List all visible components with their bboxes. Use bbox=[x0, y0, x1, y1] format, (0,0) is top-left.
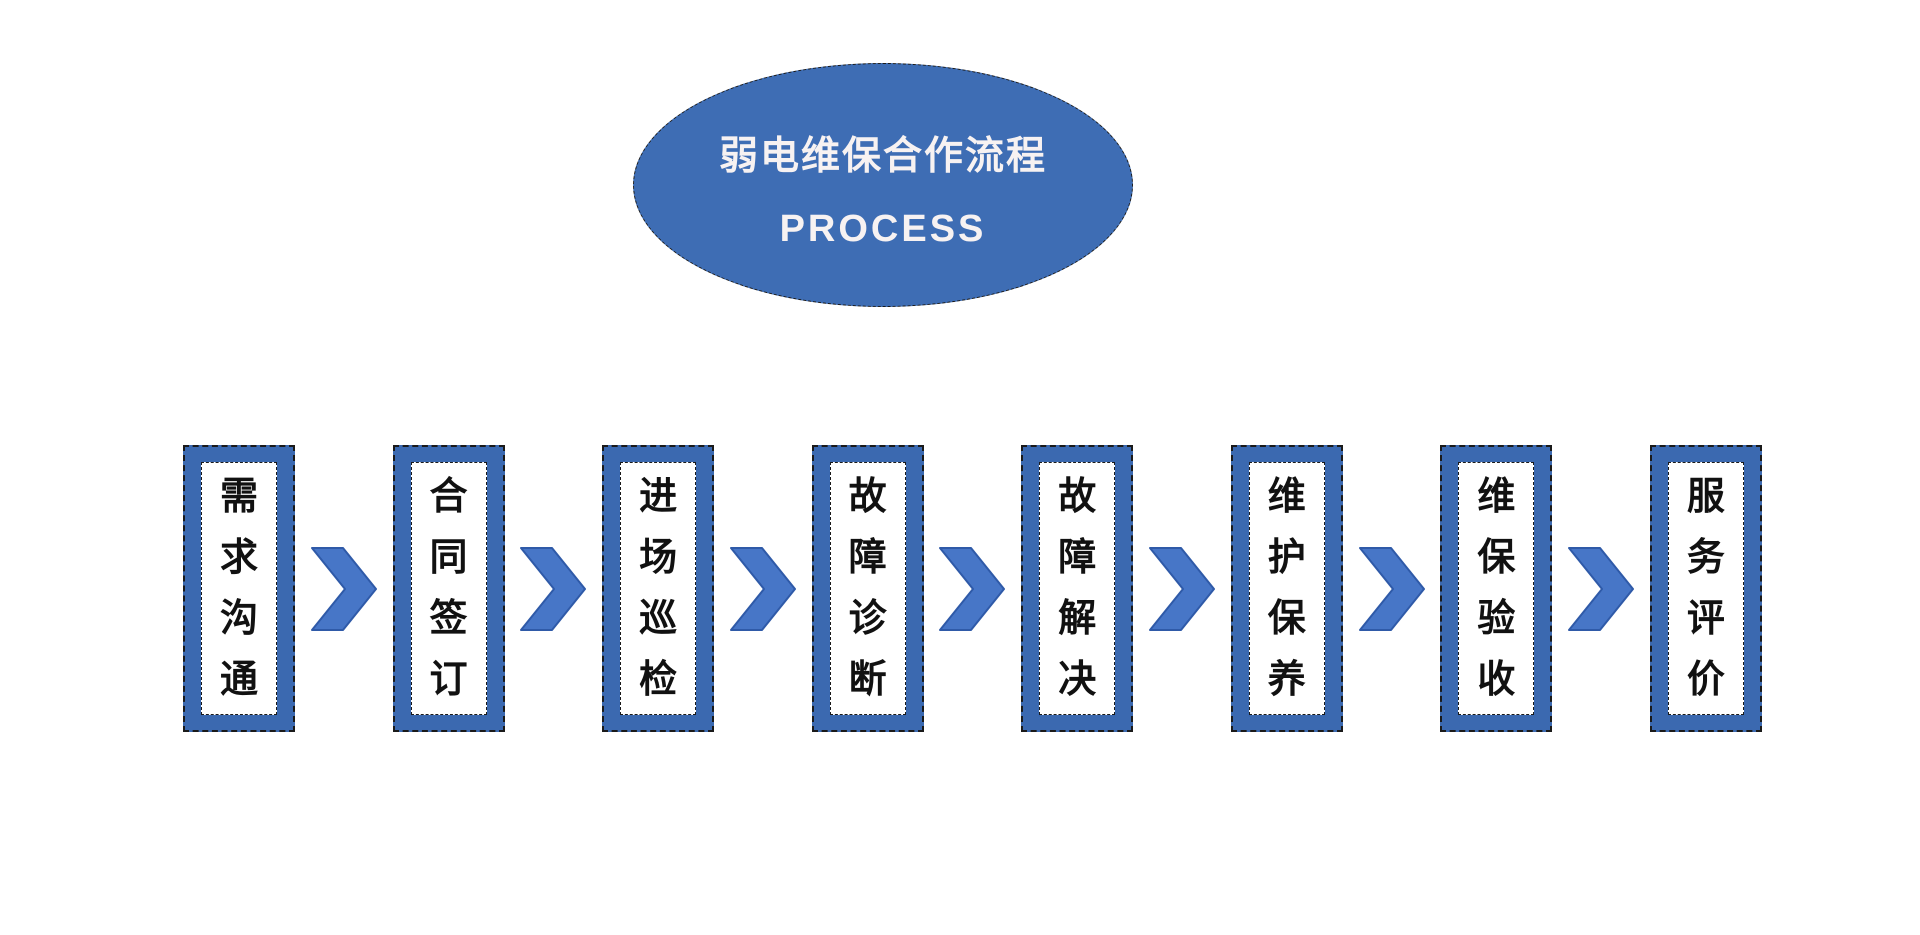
flow-step-char: 维 bbox=[1267, 476, 1306, 519]
flow-step-char: 养 bbox=[1267, 658, 1306, 701]
flow-step-char: 诊 bbox=[848, 597, 887, 640]
flow-step-char: 巡 bbox=[639, 597, 678, 640]
flow-step: 故障诊断 bbox=[811, 445, 924, 732]
flow-step: 服务评价 bbox=[1649, 445, 1762, 732]
flow-step: 需求沟通 bbox=[183, 445, 295, 732]
flow-step-char: 断 bbox=[848, 658, 887, 701]
flow-step-char: 务 bbox=[1686, 537, 1725, 580]
flow-step-panel: 需求沟通 bbox=[201, 462, 277, 715]
flow-step-panel: 合同签订 bbox=[410, 462, 487, 715]
flow-step-char: 服 bbox=[1686, 476, 1725, 519]
flow-step-char: 订 bbox=[429, 658, 468, 701]
flow-step-char: 故 bbox=[1058, 476, 1097, 519]
flow-step-char: 合 bbox=[429, 476, 468, 519]
chevron-right-icon bbox=[939, 546, 1006, 631]
flow-step-char: 决 bbox=[1058, 658, 1097, 701]
flow-step-panel: 维护保养 bbox=[1248, 462, 1325, 715]
flow-step-char: 沟 bbox=[219, 597, 258, 640]
flow-step-char: 通 bbox=[219, 658, 258, 701]
flow-step-char: 维 bbox=[1477, 476, 1516, 519]
process-flow: 需求沟通 合同签订 进场巡检 故障诊断 故障解决 维护保养 维保验收 服务评价 bbox=[183, 445, 1762, 732]
flow-step-char: 进 bbox=[639, 476, 678, 519]
chevron-right-icon bbox=[729, 546, 796, 631]
chevron-right-icon bbox=[1358, 546, 1425, 631]
flow-step: 故障解决 bbox=[1021, 445, 1134, 732]
title-line-en: PROCESS bbox=[779, 207, 987, 250]
flow-step-char: 障 bbox=[1058, 537, 1097, 580]
flow-step-char: 护 bbox=[1267, 537, 1306, 580]
flow-step: 维护保养 bbox=[1230, 445, 1343, 732]
flow-step-char: 场 bbox=[639, 537, 678, 580]
flow-step-char: 检 bbox=[639, 658, 678, 701]
flow-step-char: 需 bbox=[219, 476, 258, 519]
flow-step: 合同签订 bbox=[392, 445, 505, 732]
title-line-zh: 弱电维保合作流程 bbox=[718, 134, 1047, 178]
flow-step-char: 求 bbox=[219, 537, 258, 580]
flow-step-char: 故 bbox=[848, 476, 887, 519]
chevron-right-icon bbox=[520, 546, 587, 631]
flow-step-panel: 故障诊断 bbox=[829, 462, 906, 715]
flow-step-panel: 进场巡检 bbox=[620, 462, 697, 715]
flow-step-char: 价 bbox=[1686, 658, 1725, 701]
chevron-right-icon bbox=[1149, 546, 1216, 631]
flow-step-char: 解 bbox=[1058, 597, 1097, 640]
flow-step: 维保验收 bbox=[1440, 445, 1553, 732]
title-ellipse: 弱电维保合作流程 PROCESS bbox=[633, 63, 1133, 307]
flow-step-char: 同 bbox=[429, 537, 468, 580]
chevron-right-icon bbox=[1568, 546, 1635, 631]
flow-step-char: 评 bbox=[1686, 597, 1725, 640]
flow-step-char: 验 bbox=[1477, 597, 1516, 640]
flow-step-char: 障 bbox=[848, 537, 887, 580]
flow-step-char: 收 bbox=[1477, 658, 1516, 701]
flow-step-char: 保 bbox=[1477, 537, 1516, 580]
chevron-right-icon bbox=[310, 546, 377, 631]
flow-step-panel: 故障解决 bbox=[1039, 462, 1116, 715]
flow-step-char: 保 bbox=[1267, 597, 1306, 640]
flow-step-panel: 维保验收 bbox=[1458, 462, 1535, 715]
flow-step: 进场巡检 bbox=[602, 445, 715, 732]
flow-step-char: 签 bbox=[429, 597, 468, 640]
flow-step-panel: 服务评价 bbox=[1667, 462, 1744, 715]
